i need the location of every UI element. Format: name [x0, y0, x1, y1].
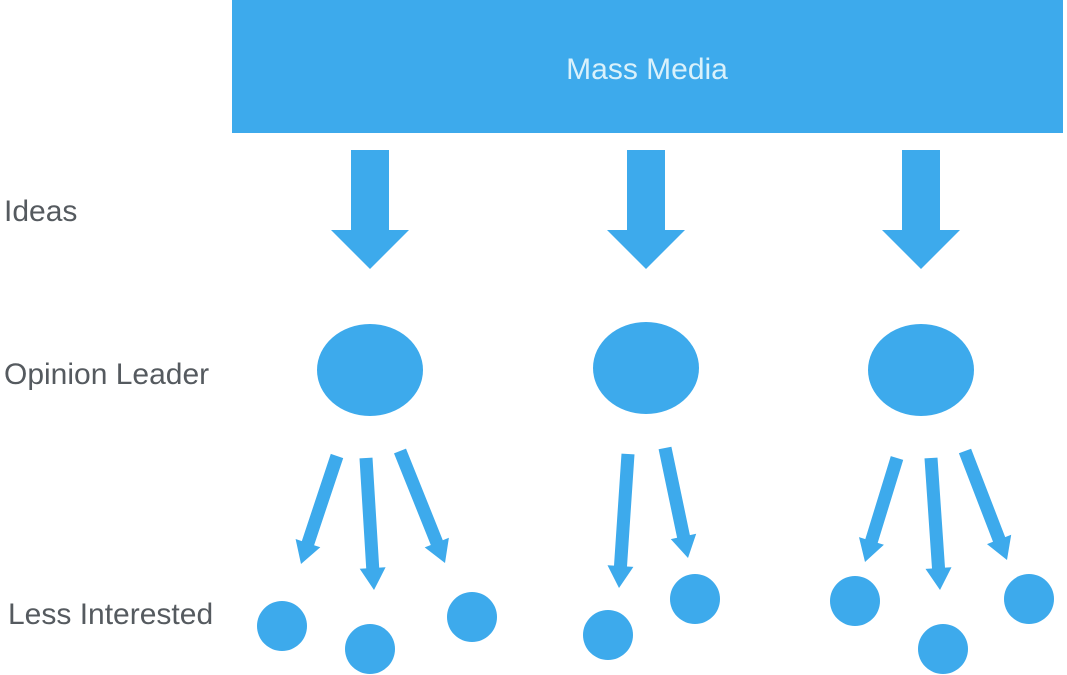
opinion-leader-label: Opinion Leader	[4, 358, 210, 391]
less-interested-3b	[918, 624, 968, 674]
opinion-leader-3	[868, 324, 974, 416]
less-interested-1a	[257, 601, 307, 651]
less-interested-1b	[345, 624, 395, 674]
ideas-arrow-3	[882, 150, 960, 269]
small-arrow-1c	[394, 448, 449, 563]
less-interested-2a	[583, 610, 633, 660]
opinion-leader-1	[317, 324, 423, 416]
mass-media-label: Mass Media	[566, 53, 728, 86]
small-arrow-1a	[295, 453, 344, 564]
opinion-leader-2	[593, 322, 699, 414]
ideas-arrow-2	[607, 150, 685, 269]
mass-media-box	[232, 0, 1063, 133]
ideas-label: Ideas	[4, 195, 78, 228]
small-arrow-3c	[958, 448, 1012, 560]
small-arrow-1b	[359, 457, 386, 590]
small-arrow-2a	[607, 453, 635, 588]
less-interested-2b	[670, 574, 720, 624]
small-arrow-3b	[924, 457, 952, 590]
small-arrow-3a	[859, 456, 904, 562]
ideas-arrow-1	[331, 150, 409, 269]
small-arrow-2b	[658, 446, 697, 558]
less-interested-3c	[1004, 574, 1054, 624]
less-interested-label: Less Interested	[8, 598, 214, 631]
less-interested-3a	[830, 576, 880, 626]
small-arrows-group	[295, 446, 1012, 590]
less-interested-1c	[447, 592, 497, 642]
